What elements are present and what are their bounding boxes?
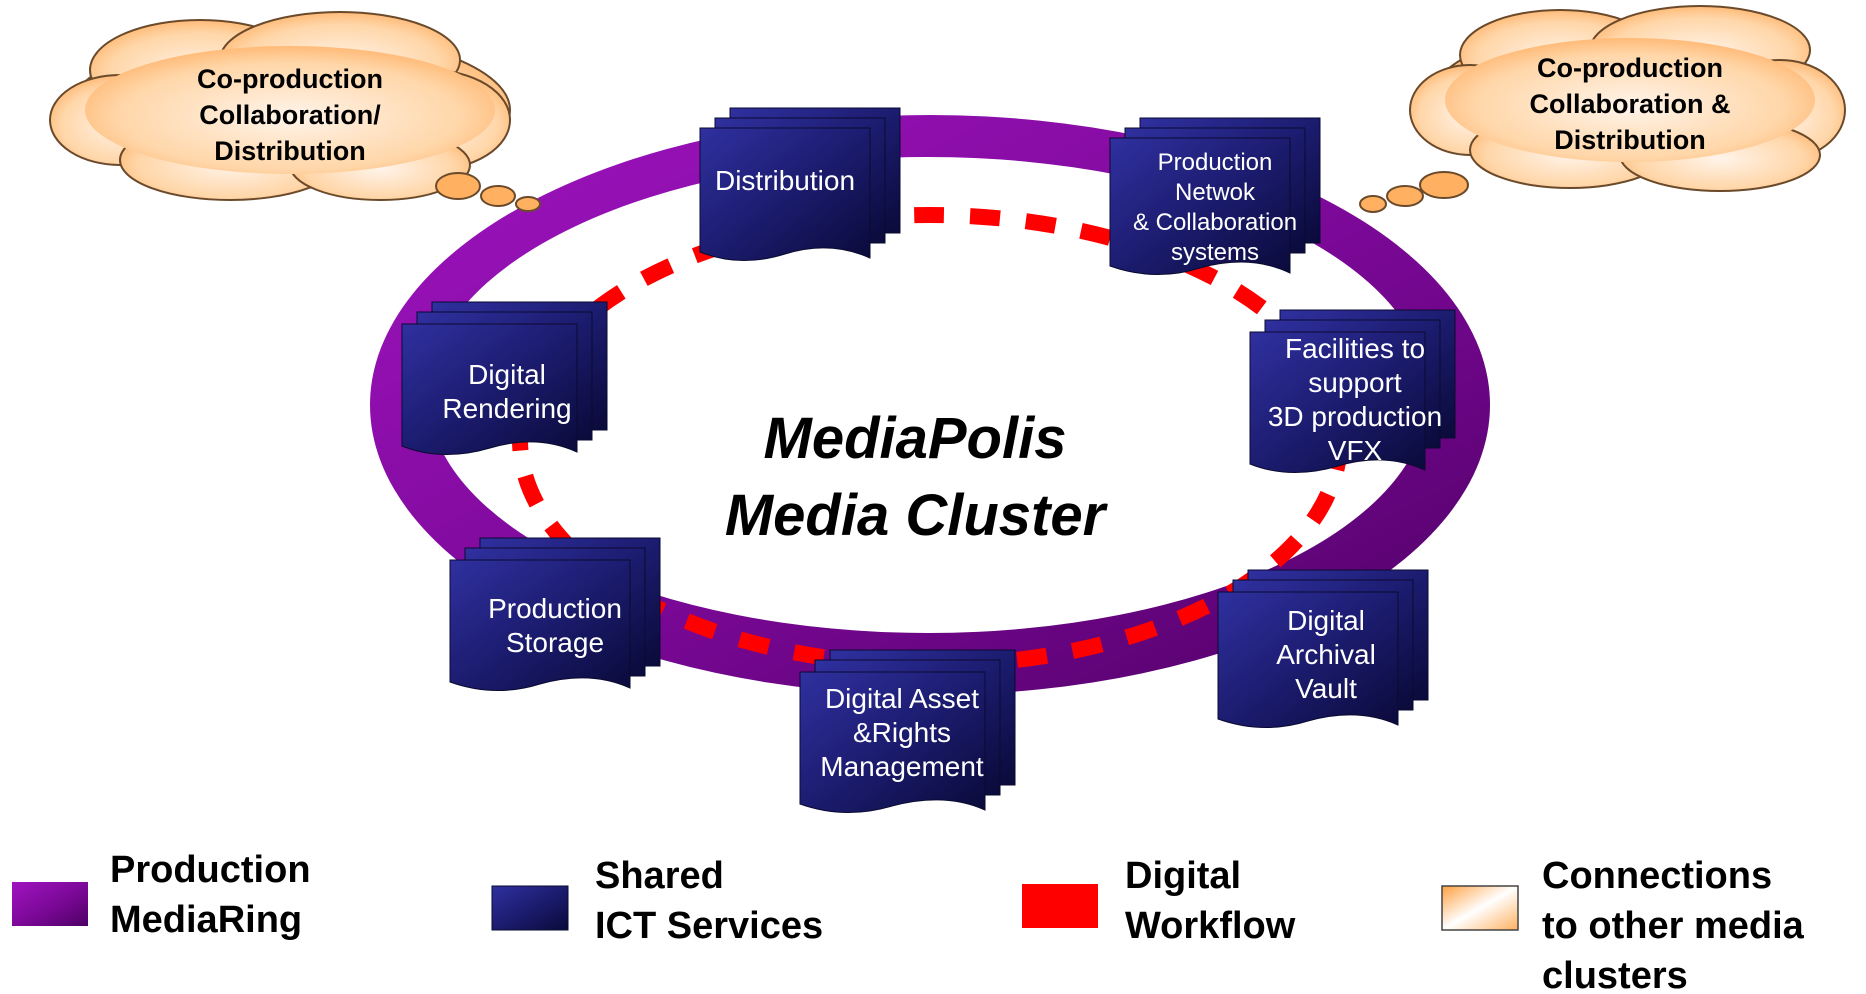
- service-facilities-3d-line1: Facilities to: [1285, 333, 1425, 364]
- legend-mediaring-line1: Production: [110, 849, 311, 891]
- legend-mediaring-line2: MediaRing: [110, 899, 302, 941]
- cloud-right-line3: Distribution: [1554, 125, 1705, 155]
- service-production-network: Production Netwok & Collaboration system…: [1109, 117, 1321, 275]
- service-facilities-3d-line2: support: [1308, 367, 1402, 398]
- cloud-left: Co-production Collaboration/ Distributio…: [49, 11, 541, 212]
- service-digital-rendering-line2: Rendering: [442, 393, 571, 424]
- legend-connections-line3: clusters: [1542, 955, 1688, 994]
- legend-ict-line2: ICT Services: [595, 905, 823, 947]
- service-production-storage-line1: Production: [488, 593, 622, 624]
- legend-ict-line1: Shared: [595, 855, 724, 897]
- legend-connections-line1: Connections: [1542, 855, 1772, 897]
- legend-connections: Connections to other media clusters: [1441, 855, 1805, 994]
- legend-digital-workflow: Digital Workflow: [1022, 855, 1296, 947]
- center-title-line1: MediaPolis: [764, 406, 1067, 471]
- cloud-right-line2: Collaboration &: [1530, 89, 1731, 119]
- service-digital-asset-rights-line1: Digital Asset: [825, 683, 979, 714]
- legend: Production MediaRing Shared ICT Services…: [12, 849, 1805, 994]
- service-distribution-line1: Distribution: [715, 165, 855, 196]
- legend-connections-line2: to other media: [1542, 905, 1805, 947]
- service-digital-rendering: Digital Rendering: [401, 301, 608, 455]
- service-production-network-line2: Netwok: [1175, 179, 1256, 206]
- cloud-left-line1: Co-production: [197, 64, 383, 94]
- service-facilities-3d: Facilities to support 3D production VFX: [1249, 309, 1456, 473]
- legend-workflow-line1: Digital: [1125, 855, 1241, 897]
- service-digital-archival-vault-line2: Archival: [1276, 639, 1376, 670]
- service-production-network-line1: Production: [1158, 149, 1273, 176]
- service-digital-archival-vault: Digital Archival Vault: [1217, 569, 1429, 728]
- service-digital-asset-rights-line3: Management: [820, 751, 984, 782]
- service-production-storage-line2: Storage: [506, 627, 604, 658]
- legend-shared-ict: Shared ICT Services: [491, 855, 823, 947]
- service-production-network-line3: & Collaboration: [1133, 209, 1297, 236]
- service-digital-asset-rights: Digital Asset &Rights Management: [799, 649, 1016, 813]
- cloud-right: Co-production Collaboration & Distributi…: [1359, 5, 1846, 213]
- service-production-storage: Production Storage: [449, 537, 661, 691]
- service-production-network-line4: systems: [1171, 239, 1259, 266]
- service-facilities-3d-line4: VFX: [1328, 435, 1383, 466]
- cloud-right-line1: Co-production: [1537, 53, 1723, 83]
- service-digital-rendering-line1: Digital: [468, 359, 546, 390]
- service-digital-asset-rights-line2: &Rights: [853, 717, 951, 748]
- center-title-line2: Media Cluster: [725, 483, 1109, 548]
- service-facilities-3d-line3: 3D production: [1268, 401, 1442, 432]
- cloud-left-line2: Collaboration/: [199, 100, 381, 130]
- cloud-left-line3: Distribution: [214, 136, 365, 166]
- service-distribution: Distribution: [699, 107, 901, 261]
- legend-production-mediaring: Production MediaRing: [12, 849, 311, 941]
- service-digital-archival-vault-line3: Vault: [1295, 673, 1357, 704]
- service-digital-archival-vault-line1: Digital: [1287, 605, 1365, 636]
- legend-workflow-line2: Workflow: [1125, 905, 1296, 947]
